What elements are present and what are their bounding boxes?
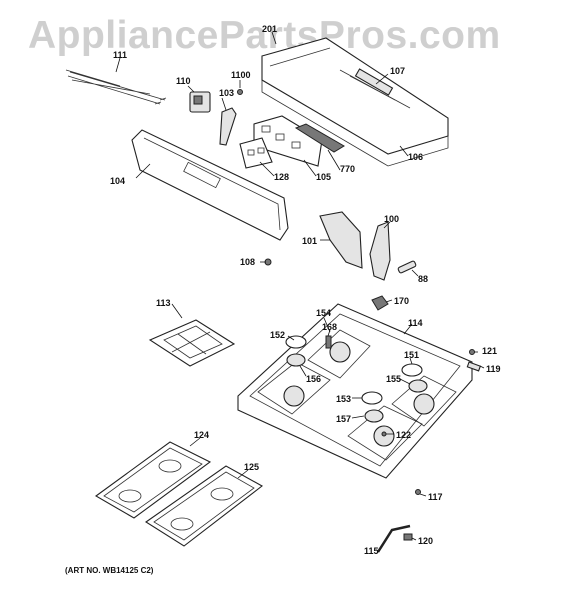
part-100-valve[interactable] xyxy=(369,221,391,281)
part-119-clip[interactable] xyxy=(466,361,482,372)
part-156-burner-head[interactable] xyxy=(286,353,306,367)
part-106-backsplash[interactable] xyxy=(261,37,449,167)
part-770-overlay[interactable] xyxy=(294,123,345,153)
callout-115: 115 xyxy=(364,546,379,556)
part-103-bracket[interactable] xyxy=(219,107,237,146)
callout-117: 117 xyxy=(428,492,443,502)
callout-168: 168 xyxy=(322,322,337,332)
callout-101: 101 xyxy=(302,236,317,246)
part-155-burner-head[interactable] xyxy=(408,379,428,393)
callout-170: 170 xyxy=(394,296,409,306)
part-117-screw[interactable] xyxy=(415,489,421,495)
part-88-knob[interactable] xyxy=(397,260,417,274)
callout-labels: 201 111 110 1100 107 103 104 128 105 770… xyxy=(110,24,501,556)
part-113-grate[interactable] xyxy=(148,319,236,367)
part-110-spark-module[interactable] xyxy=(189,91,211,113)
part-124-drip-pan[interactable] xyxy=(94,441,212,519)
part-157-burner-head[interactable] xyxy=(364,409,384,423)
callout-770: 770 xyxy=(340,164,355,174)
callout-105: 105 xyxy=(316,172,331,182)
part-125-drip-pan[interactable] xyxy=(145,465,263,547)
part-151-burner-cap[interactable] xyxy=(401,363,423,377)
callout-104: 104 xyxy=(110,176,125,186)
site-watermark: AppliancePartsPros.com xyxy=(28,14,501,57)
callout-156: 156 xyxy=(306,374,321,384)
part-128-keypad[interactable] xyxy=(239,137,273,169)
callout-103: 103 xyxy=(219,88,234,98)
callout-110: 110 xyxy=(176,76,191,86)
callout-108: 108 xyxy=(240,257,255,267)
callout-128: 128 xyxy=(274,172,289,182)
callout-121: 121 xyxy=(482,346,497,356)
part-1100-screw[interactable] xyxy=(237,89,243,95)
callout-106: 106 xyxy=(408,152,423,162)
part-120-fitting[interactable] xyxy=(403,533,413,541)
callout-201: 201 xyxy=(262,24,277,34)
art-number-note: (ART NO. WB14125 C2) xyxy=(65,566,154,575)
callout-119: 119 xyxy=(486,364,501,374)
callout-88: 88 xyxy=(418,274,428,284)
callout-153: 153 xyxy=(336,394,351,404)
callout-151: 151 xyxy=(404,350,419,360)
callout-113: 113 xyxy=(156,298,171,308)
callout-1100: 1100 xyxy=(231,70,251,80)
leader-lines xyxy=(115,31,485,553)
callout-157: 157 xyxy=(336,414,351,424)
callout-107: 107 xyxy=(390,66,405,76)
callout-100: 100 xyxy=(384,214,399,224)
part-111-wire-harness[interactable] xyxy=(65,69,167,105)
callout-152: 152 xyxy=(270,330,285,340)
part-153-burner-cap[interactable] xyxy=(361,391,383,405)
callout-122: 122 xyxy=(396,430,411,440)
callout-111: 111 xyxy=(113,50,127,60)
part-168-electrode[interactable] xyxy=(325,335,332,349)
part-122-orifice[interactable] xyxy=(381,431,387,437)
callout-114: 114 xyxy=(408,318,423,328)
part-115-gas-tube[interactable] xyxy=(376,524,411,553)
callout-154: 154 xyxy=(316,308,331,318)
callout-124: 124 xyxy=(194,430,209,440)
callout-125: 125 xyxy=(244,462,259,472)
callout-155: 155 xyxy=(386,374,401,384)
part-170-knob[interactable] xyxy=(371,295,389,311)
part-152-burner-cap[interactable] xyxy=(285,335,307,349)
part-121-screw[interactable] xyxy=(469,349,475,355)
part-104-control-panel[interactable] xyxy=(131,129,289,241)
callout-120: 120 xyxy=(418,536,433,546)
